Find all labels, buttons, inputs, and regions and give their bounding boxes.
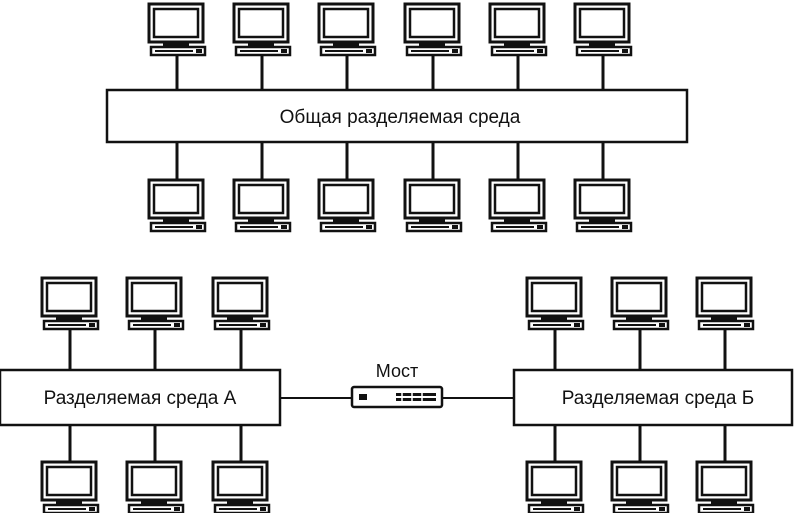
segment-b-box: Разделяемая среда Б: [512, 368, 794, 427]
computer-icon: [211, 460, 271, 513]
computer-icon: [211, 276, 271, 331]
computer-icon: [610, 276, 670, 331]
computer-icon: [40, 460, 100, 513]
shared-medium-label: Общая разделяемая среда: [280, 107, 521, 128]
bridge-label: Мост: [376, 361, 418, 381]
segment-a-label: Разделяемая среда А: [44, 388, 237, 409]
computer-icon: [403, 2, 463, 57]
computer-icon: [317, 178, 377, 233]
shared-links-bottom: [175, 142, 605, 180]
computer-icon: [147, 178, 207, 233]
computer-icon: [125, 460, 185, 513]
computer-icon: [125, 276, 185, 331]
computer-icon: [232, 178, 292, 233]
computer-icon: [232, 2, 292, 57]
segment-b-links: [553, 328, 727, 462]
computer-icon: [573, 178, 633, 233]
segment-b-label: Разделяемая среда Б: [562, 388, 754, 409]
computer-icon: [317, 2, 377, 57]
computer-icon: [403, 178, 463, 233]
computer-icon: [573, 2, 633, 57]
computer-icon: [695, 460, 755, 513]
shared-links-top: [175, 55, 605, 90]
computer-icon: [695, 276, 755, 331]
computer-icon: [488, 2, 548, 57]
computer-icon: [488, 178, 548, 233]
computer-icon: [147, 2, 207, 57]
computer-icon: [525, 460, 585, 513]
bridge-device-icon: [350, 385, 444, 409]
segment-a-links: [68, 328, 243, 462]
computer-icon: [40, 276, 100, 331]
shared-medium-box: Общая разделяемая среда: [105, 88, 689, 144]
computer-icon: [610, 460, 670, 513]
computer-icon: [525, 276, 585, 331]
segment-a-network: Разделяемая среда А: [0, 276, 282, 513]
segment-b-network: Разделяемая среда Б: [512, 276, 794, 513]
shared-medium-network: Общая разделяемая среда: [105, 2, 689, 233]
bridge: Мост: [280, 361, 514, 409]
segment-a-box: Разделяемая среда А: [0, 368, 282, 427]
